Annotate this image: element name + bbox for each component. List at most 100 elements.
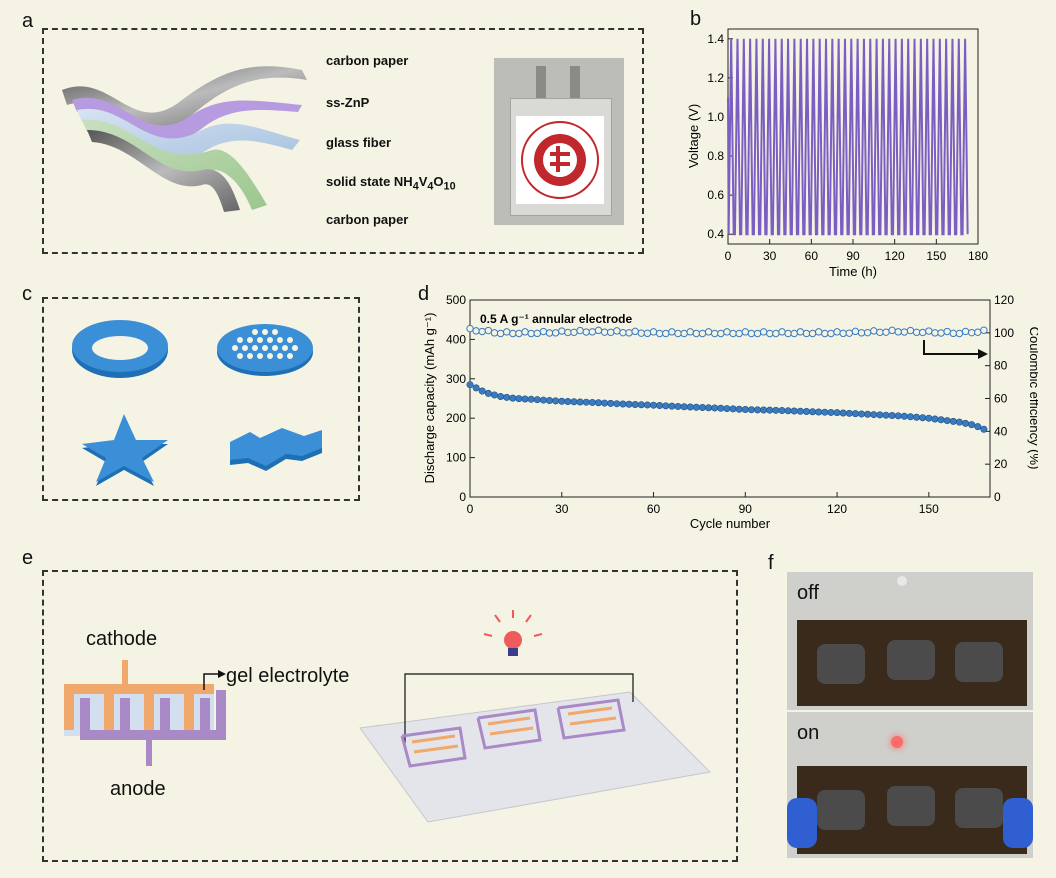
cross-electrode-icon (230, 428, 322, 471)
chart-d-efficiency-point (503, 328, 511, 336)
chart-d-efficiency-point (680, 329, 688, 338)
chart-d-efficiency-point (955, 329, 964, 338)
chart-d-ytick-label-4: 400 (446, 332, 466, 346)
chart-d-capacity-point (851, 410, 859, 418)
chart-d-efficiency-point (772, 329, 780, 338)
star-electrode-icon (82, 414, 168, 486)
panel-letter-d: d (418, 283, 430, 305)
chart-d-efficiency-point (931, 329, 939, 337)
chart-d-capacity-point (937, 416, 945, 424)
chart-d-capacity-point (839, 409, 847, 417)
chart-d-capacity-point (876, 411, 884, 419)
chart-d-efficiency-point (466, 324, 474, 333)
chart-d-capacity-point (588, 398, 596, 406)
panel-c-frame (42, 297, 360, 501)
chart-d-capacity-point (900, 412, 908, 420)
chart-d-capacity-point (747, 406, 755, 414)
chart-d-efficiency-point (980, 326, 988, 334)
chart-d-efficiency-point (533, 329, 541, 338)
chart-d-capacity-point (552, 397, 560, 405)
chart-d-capacity-point (955, 418, 963, 426)
chart-d-capacity-point (754, 406, 762, 414)
chart-d-capacity-point (625, 400, 633, 408)
chart-d-capacity-point (705, 404, 713, 412)
chart-d-efficiency-point (564, 328, 572, 337)
chart-d-capacity-point (643, 401, 651, 409)
chart-d-ytick2-label-5: 100 (994, 326, 1014, 340)
chart-d-capacity-point (772, 406, 780, 414)
anode-comb (80, 690, 226, 766)
chart-d-capacity-point (631, 400, 639, 408)
chart-d-ytick-label-2: 200 (446, 411, 466, 425)
chart-d-efficiency-point (967, 328, 976, 337)
chart-d-efficiency-point (619, 328, 627, 337)
chart-d-capacity-point (980, 425, 988, 433)
battery-cell-3 (955, 642, 1003, 682)
cathode-label: cathode (86, 628, 158, 650)
chart-d-capacity-point (527, 395, 535, 403)
chart-d-capacity-point (656, 402, 664, 410)
chart-d-efficiency-point (845, 329, 853, 337)
label-sticker (516, 116, 604, 204)
chart-d-capacity-point (723, 405, 731, 413)
chart-d-efficiency-point (876, 328, 884, 337)
chart-b-ytick-label-2: 0.8 (707, 149, 724, 163)
chart-d-xtick-label-5: 150 (919, 502, 939, 516)
panel-letter-a: a (22, 10, 34, 32)
chart-b-xtick-label-6: 180 (968, 249, 988, 263)
layered-ribbon-illustration (62, 66, 307, 212)
chart-d-efficiency-point (753, 329, 762, 338)
chart-d-efficiency-point (747, 329, 756, 338)
chart-d-ytick2-label-2: 40 (994, 424, 1008, 438)
chart-d-efficiency-point (949, 329, 957, 338)
chart-b-ytick-label-3: 1.0 (707, 110, 724, 124)
electrode-shapes-illustration (72, 320, 322, 486)
chart-b-xtick-label-5: 150 (926, 249, 946, 263)
chart-d-capacity-point (613, 400, 621, 408)
battery-cell-1 (817, 644, 865, 684)
chart-d-capacity-point (778, 407, 786, 415)
chart-d-efficiency-point (943, 327, 951, 336)
chart-d-efficiency-point (686, 328, 694, 336)
chart-d-efficiency-point (545, 329, 554, 337)
photo-on-state (787, 712, 1033, 858)
layer-label-ss-znp: ss-ZnP (326, 95, 370, 110)
chart-d-capacity-point (570, 398, 578, 406)
panel-letter-b: b (690, 8, 702, 30)
micro-battery-1 (400, 726, 467, 768)
chart-d-efficiency-point (784, 329, 792, 338)
anode-label: anode (110, 778, 166, 800)
chart-d-annotation: 0.5 A g⁻¹ annular electrode (480, 312, 632, 326)
chart-d-efficiency-point (796, 328, 805, 336)
arrow-right-icon (218, 670, 226, 678)
chart-d-capacity-point (906, 413, 914, 421)
chart-d-efficiency-point (894, 328, 902, 336)
battery-cell-2 (887, 786, 935, 826)
chart-d-efficiency-point (870, 327, 878, 335)
chart-d-efficiency-point (925, 327, 933, 335)
chart-b-xtick-label-0: 0 (725, 249, 732, 263)
chart-d-capacity-point (698, 403, 706, 411)
chart-d-capacity-point (882, 411, 890, 419)
chart-d-ytick-label-5: 500 (446, 293, 466, 307)
chart-d-efficiency-point (649, 328, 658, 336)
chart-d-capacity-point (784, 407, 792, 415)
chart-d-capacity-point (894, 412, 902, 420)
chart-d-ytick2-label-6: 120 (994, 293, 1014, 307)
battery-cell-3 (955, 788, 1003, 828)
chart-b-ytick-label-4: 1.2 (707, 71, 724, 85)
chart-d-efficiency-point (833, 328, 841, 336)
chart-d-capacity-point (472, 384, 480, 392)
chart-b-xtick-label-2: 60 (805, 249, 819, 263)
chart-d-efficiency-point (570, 328, 578, 337)
chart-d-capacity-point (919, 414, 927, 422)
chart-d-ytick-label-0: 0 (459, 490, 466, 504)
chart-b-ytick-label-1: 0.6 (707, 188, 724, 202)
chart-d-capacity-point (521, 395, 529, 403)
chart-d-capacity-point (539, 396, 547, 404)
chart-d-ylabel2: Coulombic efficiency (%) (1027, 327, 1038, 470)
chart-d-capacity-point (607, 399, 615, 407)
chart-d-capacity-point (515, 395, 523, 403)
chart-d-efficiency-point (790, 329, 798, 338)
